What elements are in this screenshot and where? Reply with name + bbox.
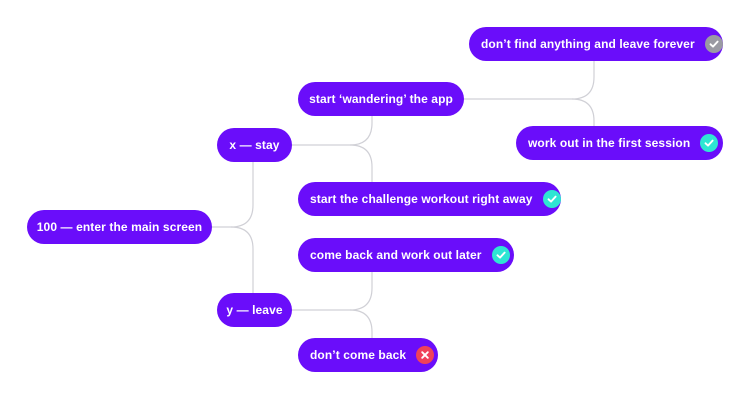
check-icon [700,134,719,152]
node-stay: x — stay [217,128,292,162]
cross-icon [416,346,435,364]
node-root: 100 — enter the main screen [27,210,212,244]
node-wandering-label: start ‘wandering’ the app [309,92,453,106]
node-come-back: come back and work out later [298,238,514,272]
connector-root-leave [230,226,255,311]
node-dont-come-back: don’t come back [298,338,438,372]
node-wandering: start ‘wandering’ the app [298,82,464,116]
node-leave-forever-label: don’t find anything and leave forever [481,37,695,51]
node-leave: y — leave [217,293,292,327]
node-come-back-label: come back and work out later [310,248,482,262]
connector-leave-dontcome [298,309,373,356]
node-challenge-label: start the challenge workout right away [310,192,533,206]
node-root-label: 100 — enter the main screen [36,220,203,234]
node-first-session-label: work out in the first session [528,136,691,150]
connector-stay-challenge [298,144,373,200]
check-icon [491,246,510,264]
check-icon [542,190,561,208]
node-stay-label: x — stay [229,138,280,152]
node-leave-label: y — leave [226,303,283,317]
check-icon-neutral [704,35,723,53]
node-first-session: work out in the first session [516,126,723,160]
node-leave-forever: don’t find anything and leave forever [469,27,723,61]
connector-wandering-session [571,98,595,144]
node-dont-come-back-label: don’t come back [310,348,407,362]
node-challenge: start the challenge workout right away [298,182,561,216]
